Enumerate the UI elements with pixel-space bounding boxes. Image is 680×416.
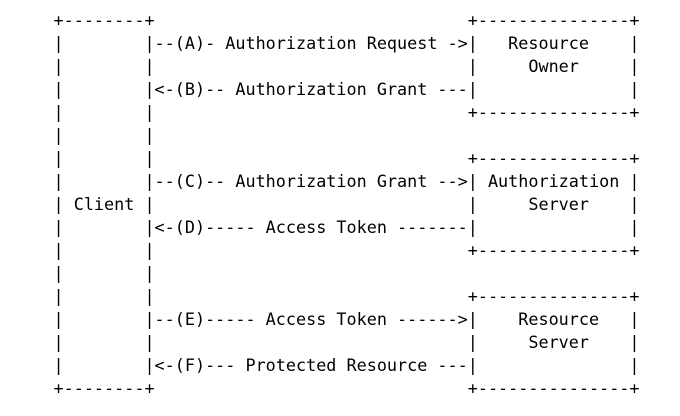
oauth-abstract-flow-ascii-diagram: +--------+ +---------------+ | |--(A)- A… <box>53 10 640 398</box>
